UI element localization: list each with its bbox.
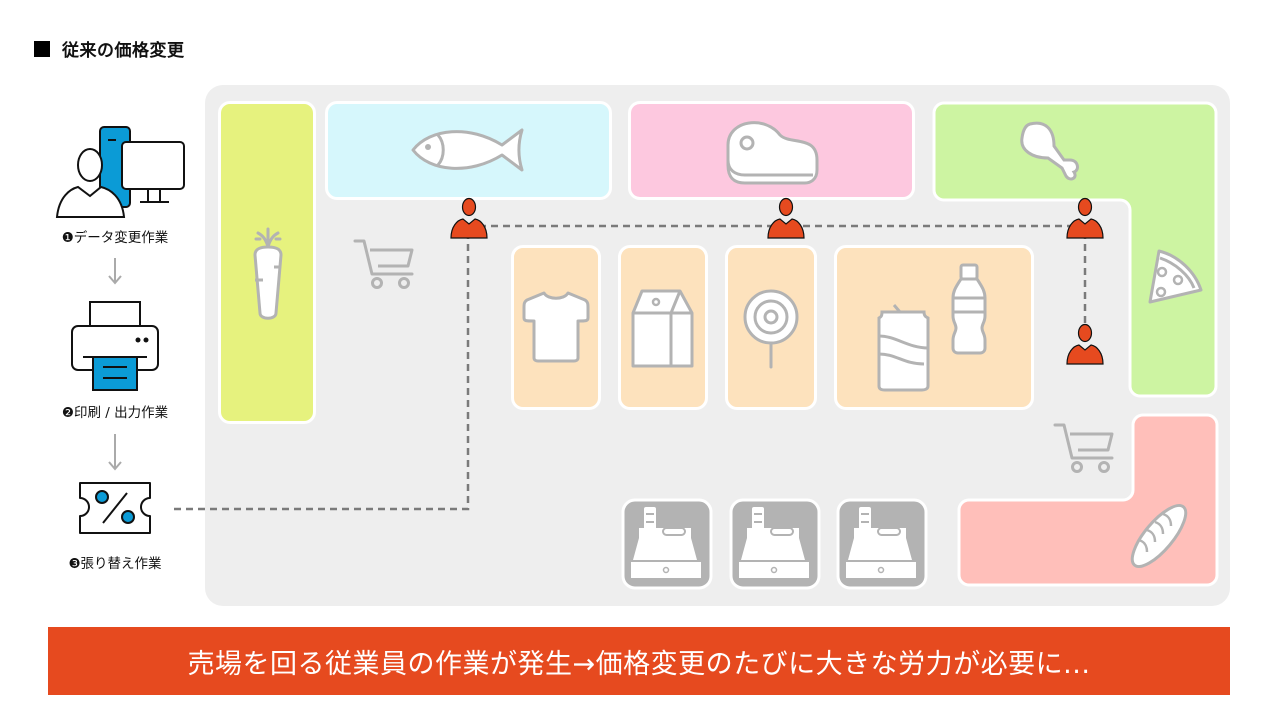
bread-icon — [1130, 504, 1188, 568]
fish-icon — [411, 128, 524, 172]
cart-icon — [1053, 423, 1114, 473]
lollipop-icon — [743, 289, 799, 369]
cash-register-icon — [836, 498, 928, 590]
step-data-change: ❶データ変更作業 — [30, 122, 200, 246]
tshirt-icon — [522, 291, 590, 363]
staff-member-icon — [767, 197, 805, 239]
heading-title: 従来の価格変更 — [62, 41, 185, 61]
cash-register-icon — [621, 498, 713, 590]
zone-deli — [932, 101, 1218, 398]
step-2-label: ❷印刷 / 出力作業 — [61, 405, 169, 421]
section-heading: 従来の価格変更 — [34, 36, 185, 61]
cash-register-icon — [729, 498, 821, 590]
staff-member-icon — [1066, 323, 1104, 365]
can-icon — [877, 304, 930, 392]
step-replace: ❸張り替え作業 — [30, 478, 200, 572]
person-computer-icon — [55, 126, 185, 218]
chicken-leg-icon — [1020, 121, 1079, 181]
carrot-icon — [253, 227, 283, 320]
summary-banner-text: 売場を回る従業員の作業が発生→価格変更のたびに大きな労力が必要に... — [187, 648, 1091, 680]
milk-carton-icon — [631, 289, 694, 368]
printer-icon — [71, 301, 159, 391]
step-3-label: ❸張り替え作業 — [68, 556, 162, 572]
bottle-icon — [951, 263, 987, 355]
step-print: ❷印刷 / 出力作業 — [30, 300, 200, 421]
zone-drinks — [834, 245, 1034, 410]
heading-square-icon — [34, 40, 50, 57]
pizza-icon — [1148, 249, 1203, 304]
summary-banner: 売場を回る従業員の作業が発生→価格変更のたびに大きな労力が必要に... — [48, 627, 1230, 695]
staff-member-icon — [450, 197, 488, 239]
arrow-down-icon — [108, 258, 122, 285]
price-tag-icon — [79, 482, 151, 534]
staff-member-icon — [1066, 197, 1104, 239]
step-1-label: ❶データ変更作業 — [61, 230, 169, 246]
cart-icon — [353, 239, 414, 289]
steak-icon — [726, 121, 819, 185]
arrow-down-icon — [108, 434, 122, 471]
